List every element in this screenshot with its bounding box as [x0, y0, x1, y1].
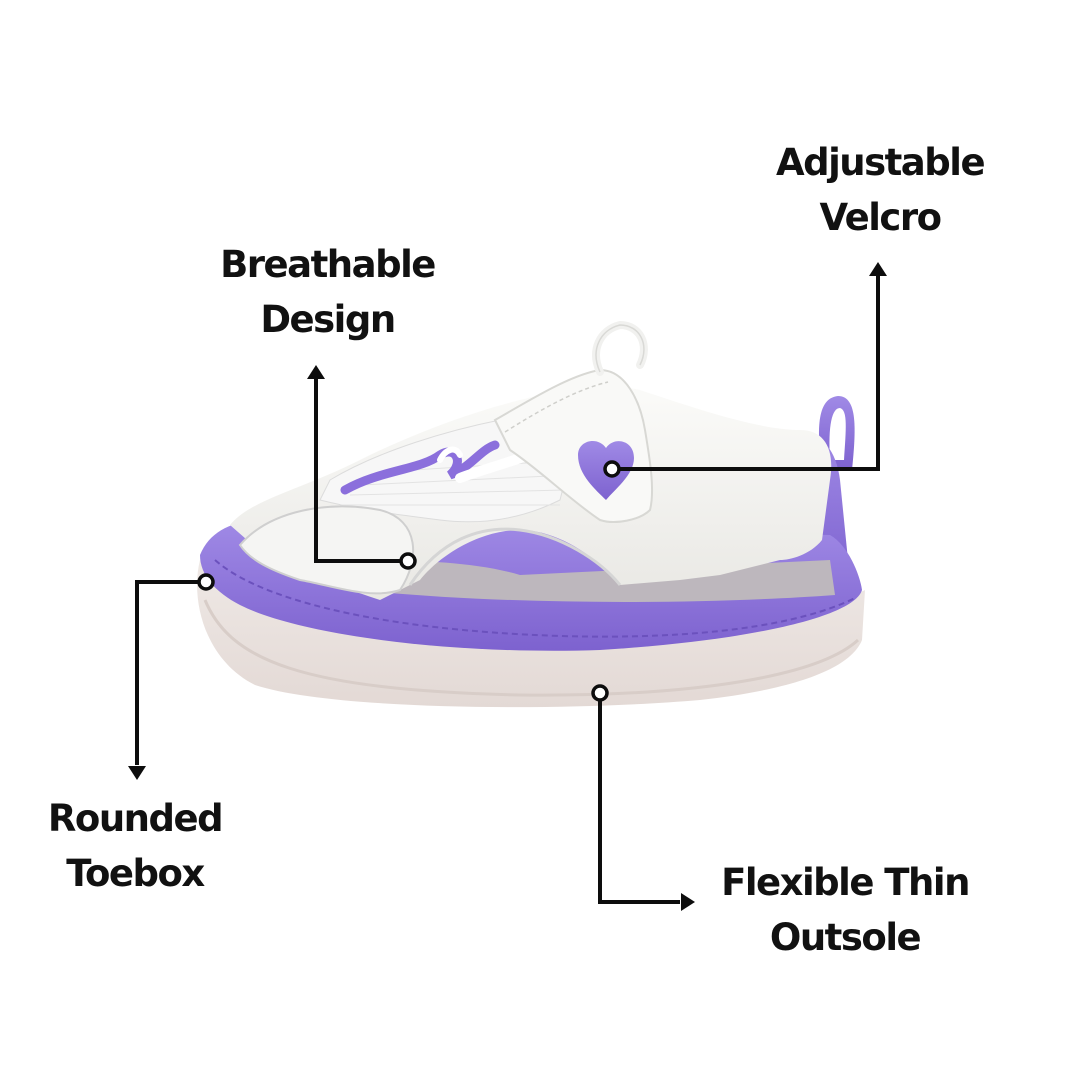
breathable-callout-line [314, 378, 406, 563]
label-line: Outsole [769, 916, 922, 959]
velcro-callout-line [612, 272, 880, 471]
outsole-callout-line [598, 693, 680, 904]
arrow-up-icon [869, 262, 887, 276]
label-line: Velcro [819, 196, 943, 239]
callout-dot-icon [197, 573, 215, 591]
label-line: Adjustable [775, 141, 986, 184]
purple-lace [340, 440, 500, 495]
toebox-callout-line [135, 580, 205, 765]
flexible-outsole-label: Flexible Thin Outsole [700, 855, 990, 965]
rounded-toebox-label: Rounded Toebox [20, 791, 250, 901]
callout-dot-icon [399, 552, 417, 570]
label-line: Breathable [220, 243, 436, 286]
label-line: Flexible Thin [721, 861, 970, 904]
label-line: Design [260, 298, 396, 341]
label-line: Toebox [66, 852, 205, 895]
arrow-up-icon [307, 365, 325, 379]
adjustable-velcro-label: Adjustable Velcro [740, 135, 1020, 245]
arrow-right-icon [681, 893, 695, 911]
callout-dot-icon [603, 460, 621, 478]
label-line: Rounded [47, 797, 224, 840]
callout-dot-icon [591, 684, 609, 702]
breathable-design-label: Breathable Design [195, 237, 460, 347]
arrow-down-icon [128, 766, 146, 780]
